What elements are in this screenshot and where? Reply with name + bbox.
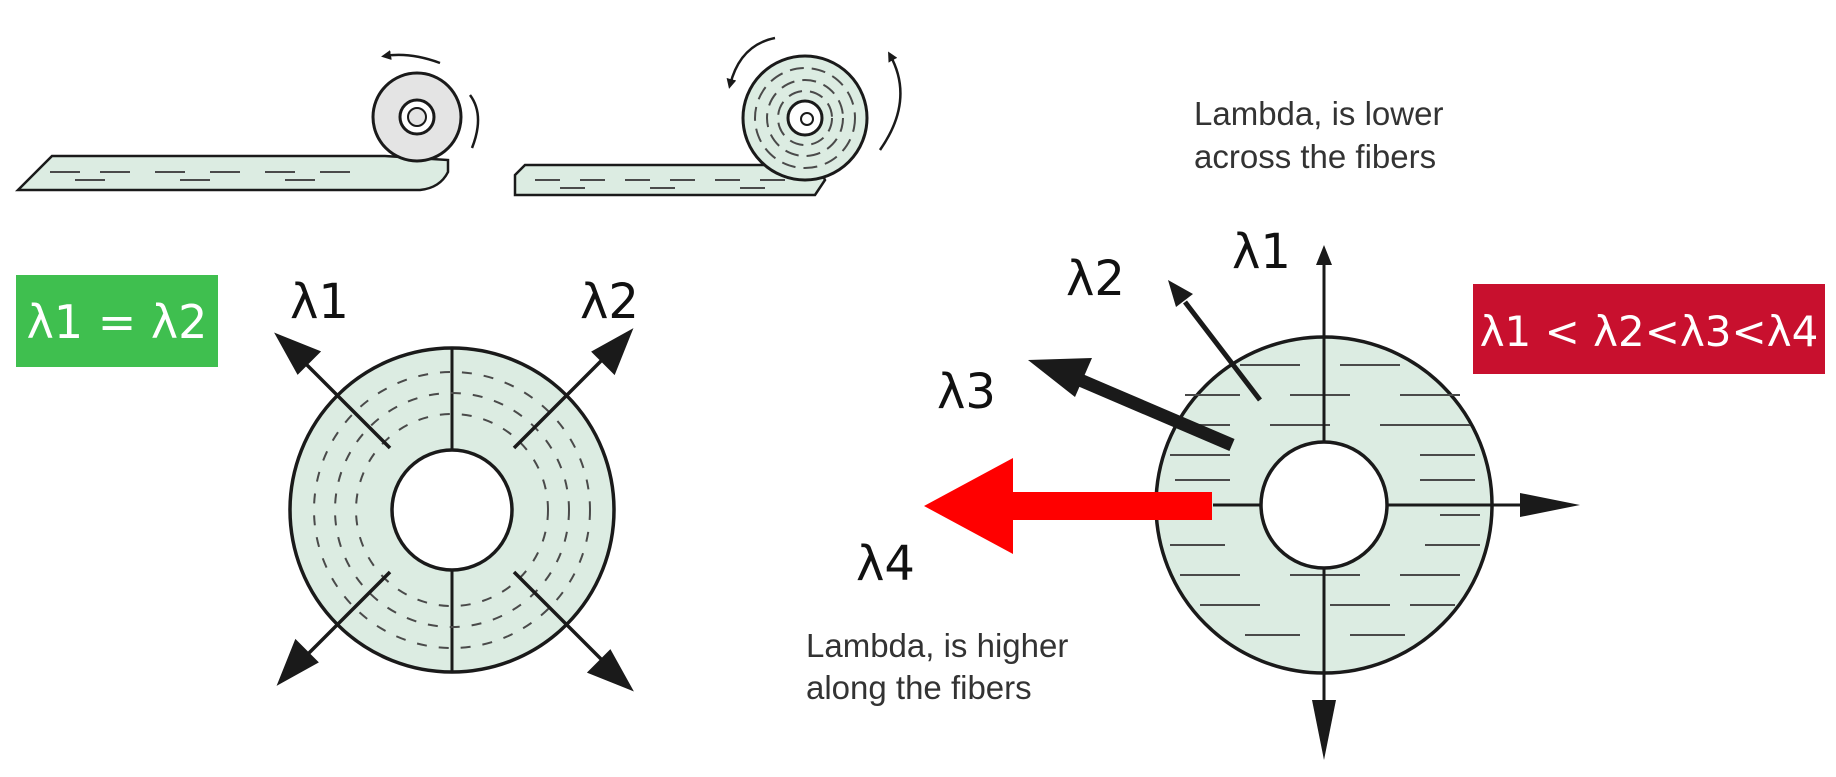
note-higher-line1: Lambda, is higher [806, 627, 1068, 664]
rotation-arrow-icon [468, 94, 480, 149]
increasing-lambda-badge-text: λ1 < λ2<λ3<λ4 [1480, 307, 1819, 356]
equal-lambda-badge: λ1 = λ2 [16, 275, 218, 367]
tangential-fiber-ring [924, 245, 1580, 760]
fiber-dashes [50, 171, 350, 181]
sheet-roll-wound [513, 36, 902, 197]
increasing-lambda-badge: λ1 < λ2<λ3<λ4 [1473, 284, 1825, 374]
right-lambda1-label: λ1 [1232, 224, 1291, 280]
right-lambda4-label: λ4 [856, 536, 915, 592]
left-lambda2-label: λ2 [580, 274, 639, 330]
note-lower-line1: Lambda, is lower [1194, 95, 1443, 132]
note-lower-line2: across the fibers [1194, 138, 1436, 175]
rotation-arrow-icon [381, 50, 441, 65]
right-lambda3-label: λ3 [937, 364, 996, 420]
rotation-arrow-icon [726, 36, 776, 89]
left-lambda1-label: λ1 [290, 274, 349, 330]
note-higher-line2: along the fibers [806, 669, 1032, 706]
right-lambda2-label: λ2 [1066, 251, 1125, 307]
radial-fiber-ring [274, 328, 634, 692]
equal-lambda-badge-text: λ1 = λ2 [27, 295, 208, 349]
sheet-roll-start [14, 50, 480, 192]
rotation-arrow-icon [878, 51, 902, 151]
